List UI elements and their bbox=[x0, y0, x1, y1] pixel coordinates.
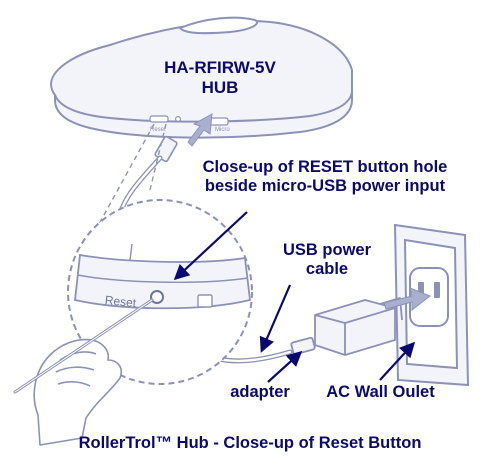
reset-hole bbox=[150, 290, 164, 304]
cable-line-2: cable bbox=[305, 259, 349, 278]
hub-port-label-reset: Reset bbox=[150, 127, 166, 133]
adapter-label: adapter bbox=[230, 383, 290, 401]
hub-type: HUB bbox=[201, 77, 239, 97]
outlet-label: AC Wall Oulet bbox=[326, 383, 435, 401]
closeup-guide-line-left bbox=[81, 123, 155, 256]
adapter-insert-arrow bbox=[383, 287, 431, 312]
closeup-reset-label: Reset bbox=[104, 293, 137, 310]
usb-adapter bbox=[290, 297, 403, 356]
hub-model: HA-RFIRW-5V bbox=[164, 58, 276, 77]
hub-illustration bbox=[50, 16, 353, 139]
hub-port-label-micro: Micro bbox=[215, 127, 230, 133]
hub-model-label: HA-RFIRW-5V HUB bbox=[150, 58, 290, 97]
ac-wall-outlet bbox=[393, 223, 470, 387]
cable-line-1: USB power bbox=[282, 241, 371, 259]
cable-label: USB power cable bbox=[272, 241, 382, 279]
callout-line-2: beside micro-USB power input bbox=[204, 176, 446, 195]
closeup-guide-line-right bbox=[149, 123, 167, 191]
plug-insert-arrow bbox=[187, 113, 213, 147]
diagram-caption: RollerTrol™ Hub - Close-up of Reset Butt… bbox=[78, 434, 422, 452]
callout-arrow bbox=[173, 211, 248, 281]
closeup-circle bbox=[67, 199, 253, 385]
cable-arrow bbox=[259, 284, 292, 353]
hand-with-pin bbox=[33, 338, 123, 446]
callout-label: Close-up of RESET button hole beside mic… bbox=[160, 158, 490, 196]
adapter-arrow bbox=[267, 350, 303, 383]
callout-line-1: Close-up of RESET button hole bbox=[202, 158, 448, 176]
outlet-arrow bbox=[379, 341, 416, 381]
